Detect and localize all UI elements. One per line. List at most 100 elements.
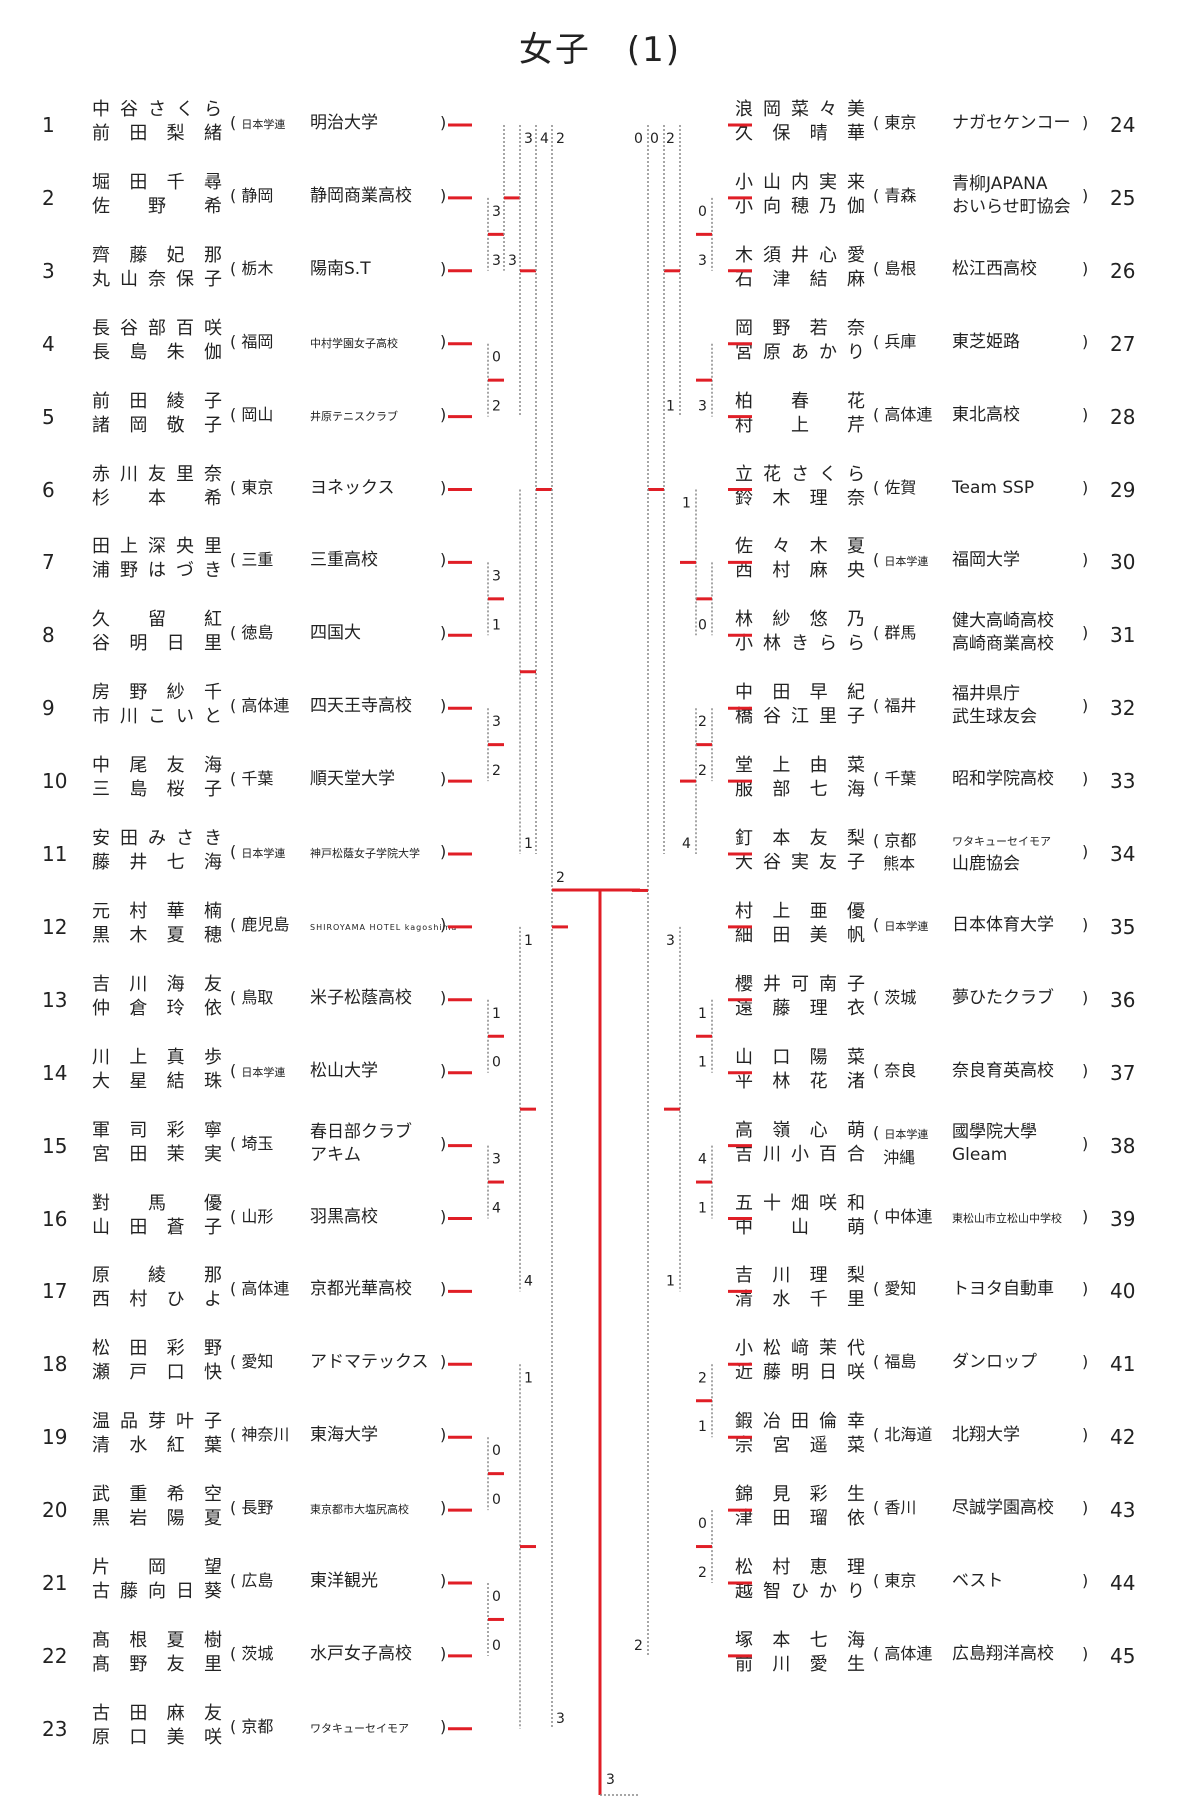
seed-number: 37 (1110, 1060, 1136, 1085)
club-name-block: 東京都市大塩尻高校 (310, 1498, 409, 1520)
player-names: 軍司彩寧宮田茉実 (92, 1119, 222, 1167)
club-name-block: アドマテックス (310, 1352, 429, 1372)
final-score-right: 3 (606, 1772, 615, 1788)
club-name-block: 健大高崎高校高崎商業高校 (952, 610, 1054, 656)
closing-paren: ) (440, 1498, 447, 1518)
club-name: SHIROYAMA HOTEL kagoshima (310, 922, 458, 932)
player-name: 高嶺心萌 (735, 1119, 865, 1141)
player-name: 清水紅葉 (92, 1435, 222, 1457)
club-name: 東松山市立松山中学校 (952, 1211, 1062, 1225)
player-name: 西村麻央 (735, 560, 865, 582)
club-name-block: 順天堂大学 (310, 769, 395, 789)
player-name: 立花さくら (735, 463, 865, 485)
seed-number: 22 (42, 1643, 68, 1668)
club-name: 國學院大學 (952, 1121, 1037, 1142)
seed-number: 28 (1110, 404, 1136, 429)
player-names: 元村華楠黒木夏穂 (92, 900, 222, 948)
player-names: 高嶺心萌吉川小百合 (735, 1119, 865, 1167)
player-name: 西村ひよ (92, 1289, 222, 1311)
player-name: 赤川友里奈 (92, 463, 222, 485)
club-name-block: 四天王寺高校 (310, 696, 412, 716)
seed-number: 38 (1110, 1133, 1136, 1158)
player-name: 村上芹 (735, 414, 865, 436)
club-name: アドマテックス (310, 1352, 429, 1373)
closing-paren: ) (440, 1133, 447, 1153)
club-name-block: 陽南S.T (310, 259, 371, 279)
club-name: 春日部クラブ (310, 1121, 412, 1142)
player-names: 堀田千尋佐野希 (92, 171, 222, 219)
player-name: 對馬優 (92, 1192, 222, 1214)
seed-number: 31 (1110, 623, 1136, 648)
player-name: 大谷実友子 (735, 852, 865, 873)
player-name: 小松﨑茉代 (735, 1338, 865, 1360)
club-name: 東京都市大塩尻高校 (310, 1503, 409, 1517)
score-bottom: 0 (492, 1055, 501, 1071)
player-name: 浪岡菜々美 (735, 99, 865, 120)
player-name: 小向穂乃伽 (735, 195, 865, 217)
closing-paren: ) (1082, 550, 1089, 570)
closing-paren: ) (1082, 987, 1089, 1007)
closing-paren: ) (1082, 258, 1089, 278)
player-names: 櫻井可南子遠藤理衣 (735, 973, 865, 1021)
affiliation-region: ( 千葉 (873, 769, 917, 789)
score-bottom: 2 (698, 1565, 707, 1581)
affiliation-region: ( 高体連 (230, 696, 290, 716)
seed-number: 39 (1110, 1206, 1136, 1231)
club-name: 東洋観光 (310, 1571, 378, 1591)
player-name: 谷明日里 (92, 633, 222, 655)
club-name: 水戸女子高校 (310, 1643, 412, 1664)
player-names: 髙根夏樹髙野友里 (92, 1629, 222, 1677)
club-name: 京都光華高校 (310, 1279, 412, 1300)
seed-number: 1 (42, 113, 55, 137)
club-name: 陽南S.T (310, 258, 371, 279)
club-name-block: ワタキューセイモア山鹿協会 (952, 829, 1051, 876)
club-name: 松江西高校 (952, 258, 1037, 279)
region-name: 広島 (241, 1571, 274, 1590)
player-names: 中尾友海三島桜子 (92, 754, 222, 802)
player-name: 髙野友里 (92, 1653, 222, 1675)
club-name-block: 松山大学 (310, 1061, 378, 1081)
score-top: 3 (492, 1152, 501, 1168)
region-name: 三重 (241, 550, 274, 570)
seed-number: 19 (42, 1425, 68, 1450)
club-name-block: 水戸女子高校 (310, 1644, 412, 1664)
score-bottom: 3 (492, 253, 501, 269)
score-bottom: 4 (682, 836, 691, 852)
seed-number: 8 (42, 623, 55, 648)
club-name: Team SSP (952, 477, 1035, 498)
region-name: 東京 (884, 1571, 917, 1590)
club-name: 羽黒高校 (310, 1206, 378, 1227)
club-name-block: ダンロップ (952, 1352, 1037, 1372)
player-name: 中谷さくら (92, 99, 222, 120)
player-name: 近藤明日咲 (735, 1362, 865, 1384)
seed-number: 14 (42, 1060, 68, 1085)
affiliation-region: ( 栃木 (230, 258, 274, 278)
player-name: 原口美咲 (92, 1726, 222, 1748)
affiliation-region: ( 東京 (873, 113, 917, 132)
affiliation-region: ( 鹿児島 (230, 914, 290, 934)
player-name: 吉川海友 (92, 973, 222, 995)
player-names: 五十畑咲和中山萌 (735, 1192, 865, 1240)
closing-paren: ) (1082, 331, 1089, 351)
club-name-block: 米子松蔭高校 (310, 988, 412, 1008)
club-name: 明治大学 (310, 113, 378, 133)
score-top: 0 (698, 204, 707, 220)
seed-number: 42 (1110, 1425, 1136, 1450)
club-name: 広島翔洋高校 (952, 1643, 1054, 1664)
score-top: 1 (492, 1006, 501, 1022)
player-names: 川上真歩大星結珠 (92, 1046, 222, 1094)
seed-number: 29 (1110, 477, 1136, 502)
player-name: 村上亜優 (735, 900, 865, 922)
player-name: 浦野はづき (92, 560, 222, 582)
affiliation-region: ( 日本学連 (230, 842, 286, 861)
